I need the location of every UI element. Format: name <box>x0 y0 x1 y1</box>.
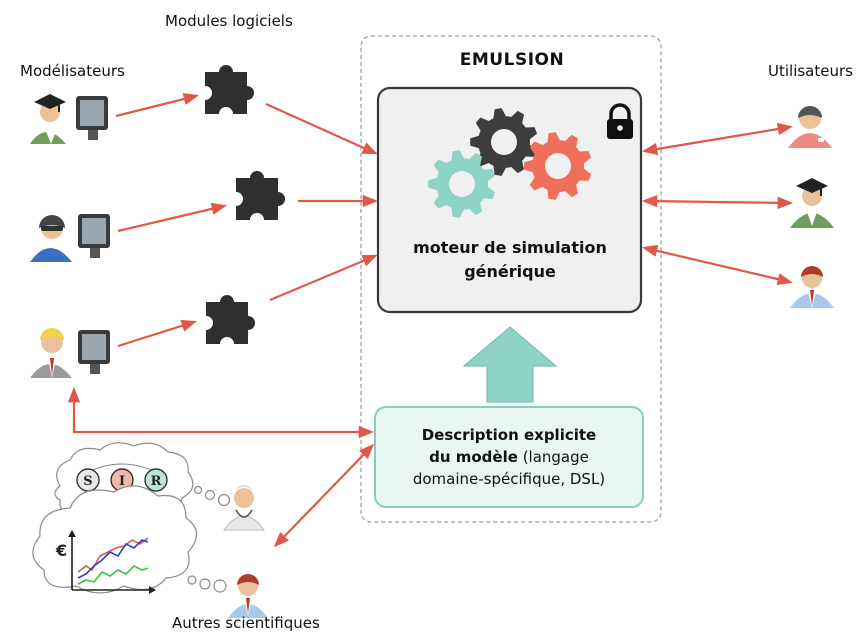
other-scientists-label: Autres scientifiques <box>172 614 320 632</box>
sir-state-r: R <box>151 474 162 489</box>
modelers-label: Modélisateurs <box>20 62 125 80</box>
description-normal-b: domaine-spécifique, DSL) <box>412 470 606 488</box>
scientist-person-icon <box>228 574 268 618</box>
arrow-description-modeler <box>67 386 375 439</box>
sir-state-s: S <box>83 474 92 489</box>
description-normal-a: (langage <box>517 448 589 466</box>
doctor-icon <box>223 485 265 531</box>
model-description-box: Description explicite du modèle (langage… <box>374 406 644 508</box>
arrow-module-1-to-engine <box>265 102 378 155</box>
gear-icon <box>428 150 495 218</box>
arrow-engine-user-1 <box>641 122 794 156</box>
sir-state-i: I <box>119 474 125 489</box>
modules-label: Modules logiciels <box>165 12 293 30</box>
engine-label-line1: moteur de simulation <box>413 238 607 257</box>
engine-label: moteur de simulation générique <box>380 236 640 284</box>
modeler-graduate-icon <box>30 94 108 144</box>
emulsion-title: EMULSION <box>459 50 565 70</box>
chart-line-blue <box>77 539 149 579</box>
arrow-engine-user-3 <box>642 244 793 286</box>
puzzle-piece-icon <box>205 65 254 114</box>
chart-line-green <box>77 565 149 585</box>
modeler-blond-icon <box>30 328 110 378</box>
sir-state-r-node <box>144 468 168 492</box>
arrow-module-3-to-engine <box>269 254 378 302</box>
puzzle-piece-icon <box>236 171 285 220</box>
puzzle-piece-icon <box>206 295 255 344</box>
gear-hole <box>491 129 517 155</box>
user-person-icon <box>790 266 834 308</box>
chart-line-red <box>77 537 149 573</box>
description-bold-line2: du modèle <box>429 448 518 466</box>
model-description-text: Description explicite du modèle (langage… <box>413 424 605 490</box>
modeler-hooded-icon <box>30 214 110 262</box>
arrow-modeler-3-to-module <box>117 319 197 348</box>
engine-label-line2: générique <box>464 262 556 281</box>
users-label: Utilisateurs <box>768 62 853 80</box>
gear-hole <box>545 153 571 179</box>
arrow-engine-user-2 <box>641 195 794 209</box>
user-graduate-icon <box>790 178 834 228</box>
chart-thought-bubble: € <box>32 485 227 594</box>
arrow-modeler-1-to-module <box>115 93 199 118</box>
arrow-description-scientists <box>273 443 375 548</box>
gear-icon <box>524 132 591 200</box>
chart-currency-symbol: € <box>55 541 67 560</box>
user-person-icon <box>788 106 832 148</box>
gear-hole <box>449 171 475 197</box>
description-bold-line1: Description explicite <box>421 426 597 444</box>
padlock-icon <box>607 103 633 139</box>
arrow-modeler-2-to-module <box>117 202 227 233</box>
gear-icon <box>470 108 537 176</box>
big-up-arrow <box>462 326 558 403</box>
